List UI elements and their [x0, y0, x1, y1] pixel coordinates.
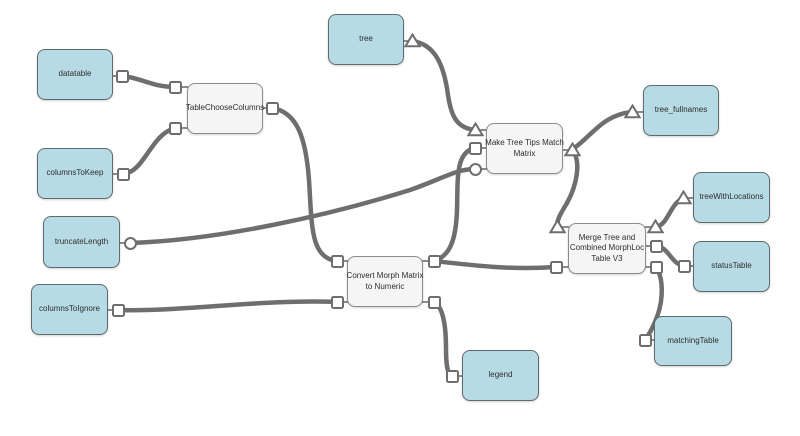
- node-columnsToKeep[interactable]: columnsToKeep: [37, 148, 113, 199]
- port-square-mergeTree-in2[interactable]: [549, 260, 563, 274]
- edge-convertMorph-to-legend[interactable]: [431, 299, 455, 379]
- node-label: statusTable: [711, 261, 752, 271]
- port-square-matchingTable-in[interactable]: [638, 333, 652, 347]
- node-label: truncateLength: [54, 236, 109, 246]
- node-label: tree_fullnames: [654, 105, 708, 115]
- port-triangle-treeFullnames-in[interactable]: [623, 104, 641, 119]
- port-circle-truncateLength-out[interactable]: [123, 236, 137, 250]
- edge-tree-to-makeTreeTips[interactable]: [409, 38, 478, 133]
- node-tree[interactable]: tree: [328, 14, 404, 65]
- port-square-columnsToIgnore-out[interactable]: [111, 303, 125, 317]
- node-tableChooseColumns[interactable]: TableChooseColumns: [185, 83, 265, 134]
- port-square-mergeTree-out3[interactable]: [649, 260, 663, 274]
- node-legend[interactable]: legend: [462, 350, 539, 401]
- port-square-legend-in[interactable]: [445, 369, 459, 383]
- node-mergeTree[interactable]: Merge Tree and Combined MorphLoc Table V…: [568, 223, 646, 274]
- port-square-makeTreeTips-in2[interactable]: [468, 141, 482, 155]
- port-square-convertMorph-out1[interactable]: [427, 254, 441, 268]
- port-square-convertMorph-in2[interactable]: [330, 295, 344, 309]
- edge-truncateLength-to-makeTreeTips[interactable]: [127, 166, 478, 246]
- node-treeWithLocations[interactable]: treeWithLocations: [693, 172, 770, 223]
- port-square-statusTable-in[interactable]: [677, 259, 691, 273]
- edge-datatable-to-tableChooseColumns[interactable]: [119, 73, 178, 90]
- port-triangle-treeWithLocations-in[interactable]: [674, 190, 692, 205]
- node-treeFullnames[interactable]: tree_fullnames: [643, 85, 719, 136]
- edge-convertMorph-to-makeTreeTips[interactable]: [431, 145, 478, 264]
- edge-makeTreeTips-to-treeFullnames[interactable]: [570, 109, 635, 152]
- node-datatable[interactable]: datatable: [37, 49, 113, 100]
- edge-columnsToKeep-to-tableChooseColumns[interactable]: [120, 125, 178, 177]
- node-label: tree: [359, 34, 373, 44]
- port-square-columnsToKeep-out[interactable]: [116, 167, 130, 181]
- port-circle-makeTreeTips-in3[interactable]: [468, 162, 482, 176]
- edge-tableChooseColumns-to-convertMorph[interactable]: [269, 105, 340, 264]
- node-label: columnsToIgnore: [39, 304, 100, 314]
- edge-convertMorph-to-mergeTree[interactable]: [431, 258, 559, 271]
- node-label: columnsToKeep: [46, 168, 104, 178]
- edge-columnsToIgnore-to-convertMorph[interactable]: [115, 299, 340, 313]
- node-columnsToIgnore[interactable]: columnsToIgnore: [31, 284, 108, 335]
- node-truncateLength[interactable]: truncateLength: [43, 216, 120, 268]
- node-convertMorph[interactable]: Convert Morph Matrix to Numeric: [347, 256, 423, 307]
- port-square-tableChooseColumns-in2[interactable]: [168, 121, 182, 135]
- port-square-convertMorph-out2[interactable]: [427, 295, 441, 309]
- node-label: matchingTable: [667, 335, 719, 345]
- node-statusTable[interactable]: statusTable: [693, 241, 770, 292]
- port-square-mergeTree-out2[interactable]: [649, 239, 663, 253]
- node-label: legend: [488, 370, 513, 380]
- port-triangle-mergeTree-out1[interactable]: [646, 219, 664, 234]
- node-label: Convert Morph Matrix to Numeric: [346, 271, 424, 291]
- port-square-tableChooseColumns-out[interactable]: [265, 101, 279, 115]
- port-triangle-mergeTree-in1[interactable]: [548, 219, 566, 234]
- port-square-tableChooseColumns-in1[interactable]: [168, 80, 182, 94]
- node-label: TableChooseColumns: [185, 103, 265, 113]
- port-triangle-makeTreeTips-out[interactable]: [563, 142, 581, 157]
- port-triangle-makeTreeTips-in1[interactable]: [466, 122, 484, 137]
- node-label: Merge Tree and Combined MorphLoc Table V…: [569, 232, 645, 263]
- node-label: Make Tree Tips Match Matrix: [485, 138, 564, 158]
- node-label: datatable: [58, 69, 92, 79]
- node-makeTreeTips[interactable]: Make Tree Tips Match Matrix: [485, 123, 564, 174]
- port-square-convertMorph-in1[interactable]: [330, 254, 344, 268]
- node-label: treeWithLocations: [699, 192, 764, 202]
- port-square-datatable-out[interactable]: [115, 69, 129, 83]
- node-matchingTable[interactable]: matchingTable: [654, 316, 732, 366]
- port-triangle-tree-out[interactable]: [403, 33, 421, 48]
